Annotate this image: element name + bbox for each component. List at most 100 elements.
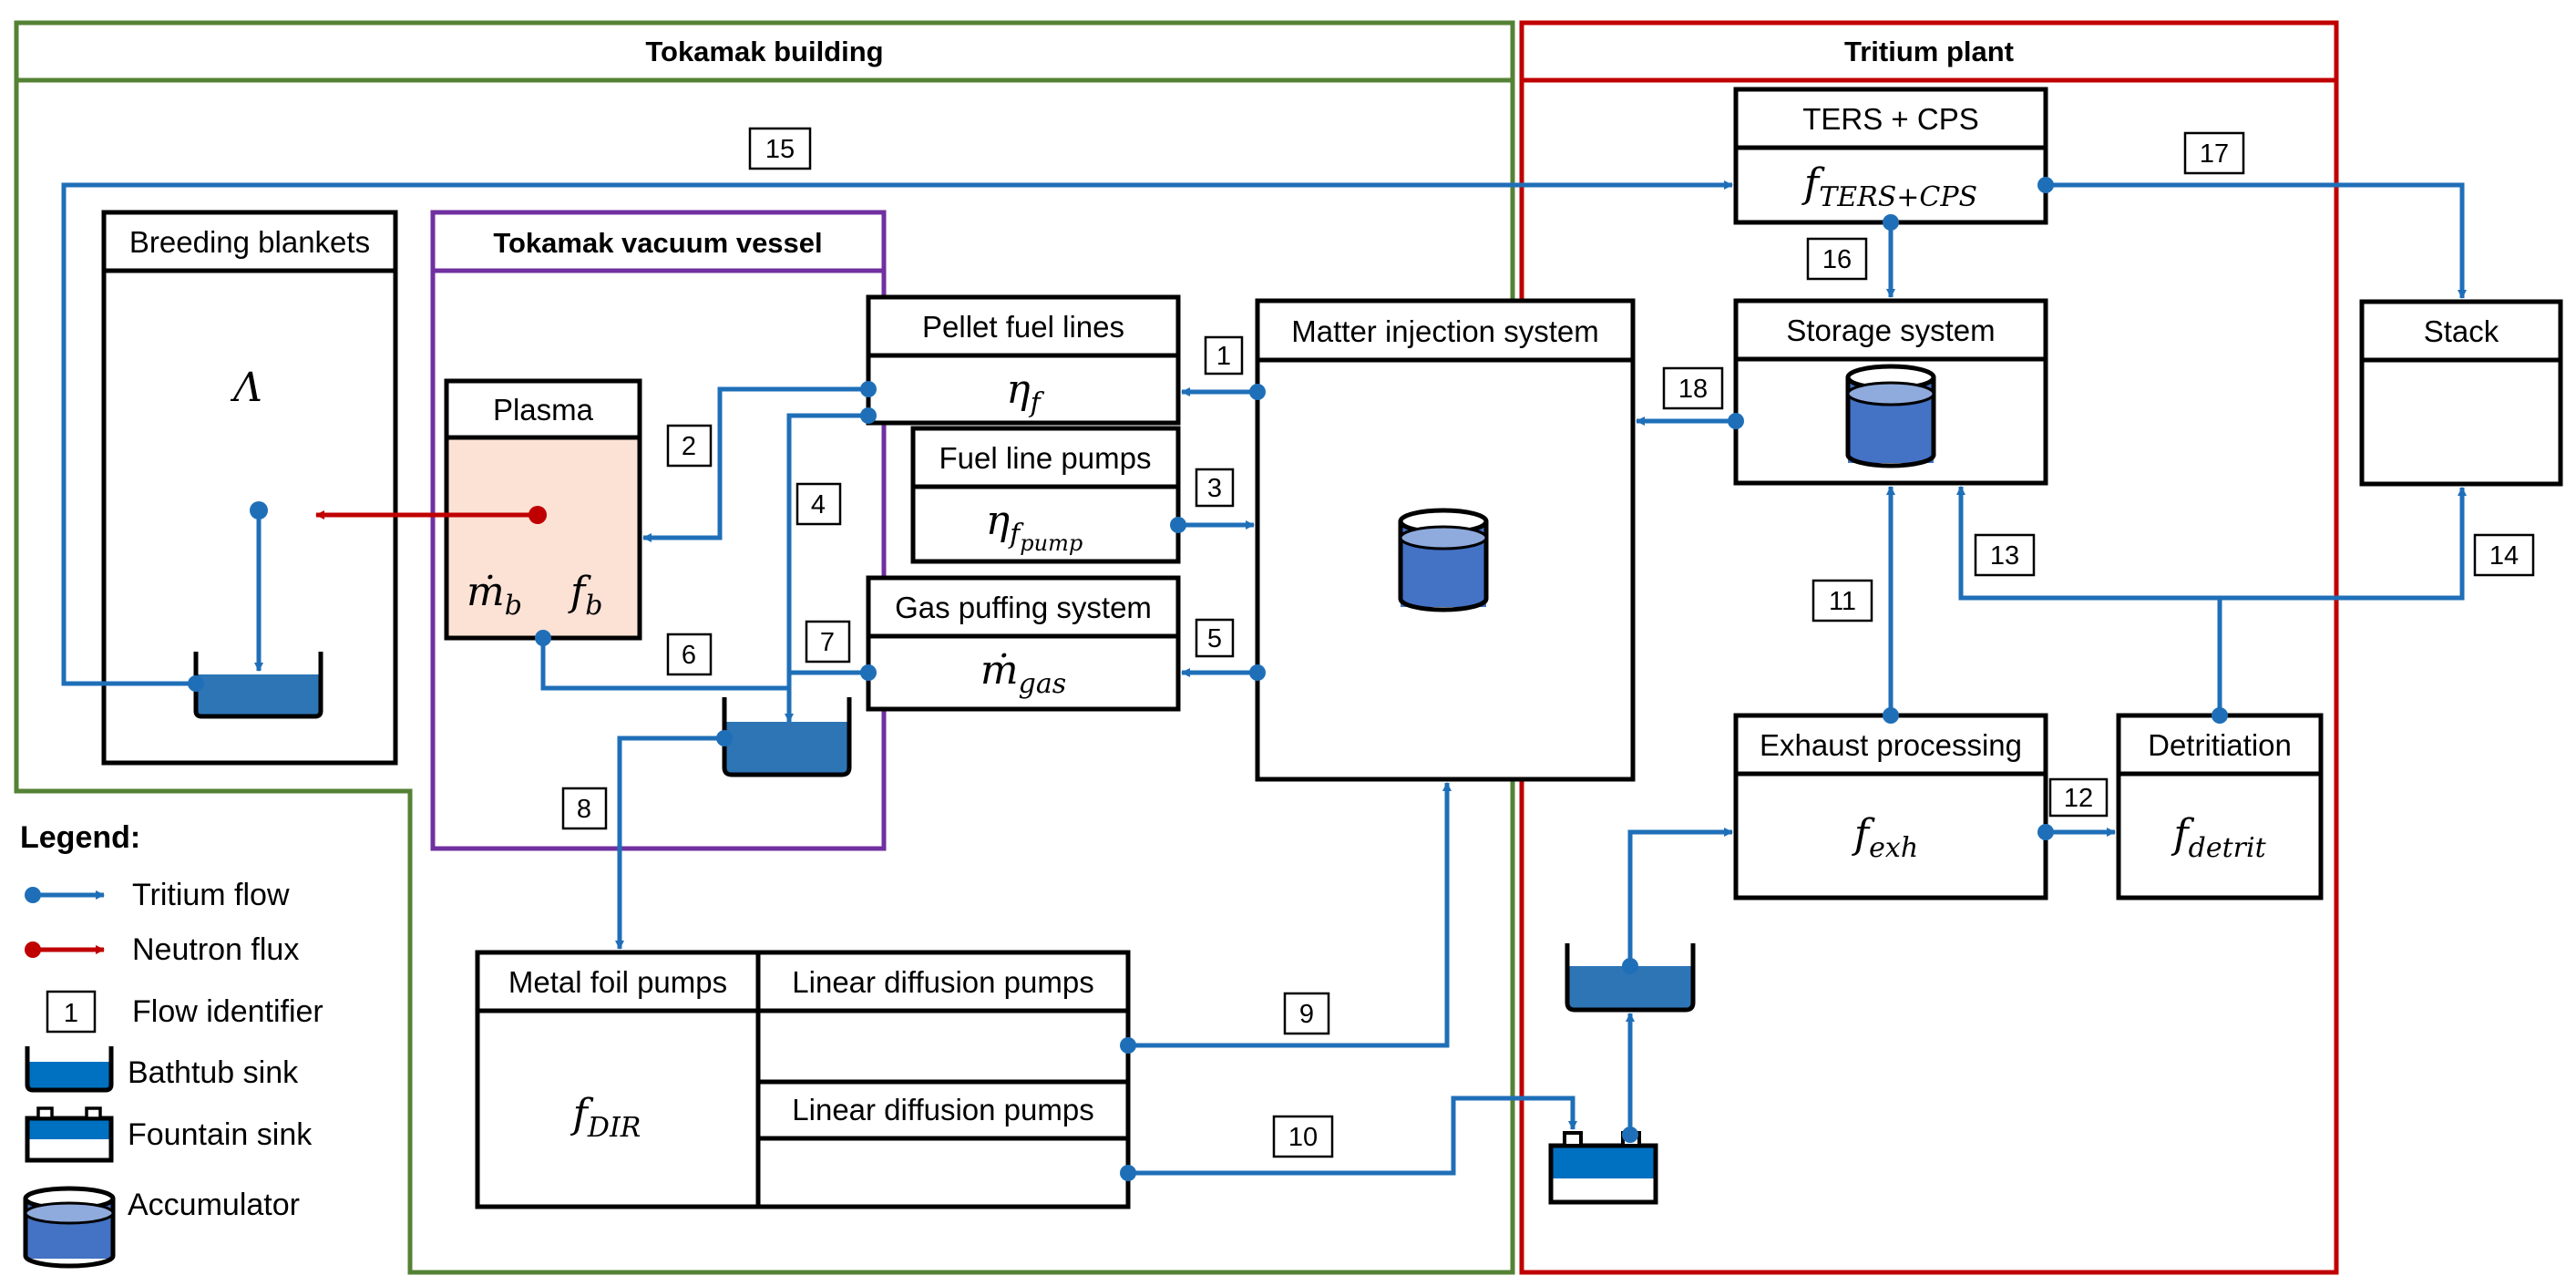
metal-foil-pumps-title: Metal foil pumps bbox=[508, 965, 727, 999]
legend-flow-identifier: 1 Flow identifier bbox=[46, 990, 323, 1034]
legend-accumulator-label: Accumulator bbox=[128, 1188, 300, 1222]
tokamak-building-title: Tokamak building bbox=[645, 36, 883, 67]
svg-text:6: 6 bbox=[682, 641, 696, 670]
tokamak-building-frame: Tokamak building bbox=[14, 20, 1515, 1275]
vacuum-vessel-frame: Tokamak vacuum vessel bbox=[430, 210, 887, 851]
svg-text:7: 7 bbox=[820, 628, 835, 657]
breeding-blankets-box: Breeding blankets Λ bbox=[101, 210, 398, 766]
detritiation-fraction: fdetrit bbox=[2171, 811, 2266, 864]
plasma-f-sub: b bbox=[585, 590, 602, 622]
svg-text:2: 2 bbox=[682, 432, 696, 461]
tritium-plant-title: Tritium plant bbox=[1844, 36, 2014, 67]
vacuum-vessel-title: Tokamak vacuum vessel bbox=[493, 227, 822, 259]
pellet-eta: η bbox=[1006, 366, 1030, 413]
flow-6-line bbox=[540, 638, 789, 691]
fuel-pump-eta: η bbox=[986, 498, 1010, 544]
legend-bathtub-sink: Bathtub sink bbox=[25, 1046, 299, 1093]
ters-f-sub: TERS+CPS bbox=[1819, 181, 1977, 213]
flow-label-1: 1 bbox=[1204, 335, 1244, 376]
detritiation-title: Detritiation bbox=[2148, 728, 2292, 762]
pellet-fuel-lines-box: Pellet fuel lines ηf bbox=[866, 294, 1181, 426]
svg-text:10: 10 bbox=[1288, 1123, 1318, 1152]
legend: Legend: Tritium flow Neutron flux 1 Flow… bbox=[20, 820, 323, 1269]
legend-neutron-flux: Neutron flux bbox=[25, 932, 299, 967]
plant-fountain-sink bbox=[1548, 1131, 1658, 1205]
flow-label-5: 5 bbox=[1195, 618, 1235, 658]
detritiation-box: Detritiation fdetrit bbox=[2116, 713, 2324, 900]
svg-text:16: 16 bbox=[1822, 245, 1852, 274]
fuel-pump-efficiency: ηfpump bbox=[986, 498, 1083, 556]
legend-fountain-sink-label: Fountain sink bbox=[128, 1117, 313, 1152]
flow-label-3: 3 bbox=[1195, 468, 1235, 508]
legend-title: Legend: bbox=[20, 820, 140, 855]
plasma-title: Plasma bbox=[493, 393, 594, 427]
plasma-mdot: ṁ bbox=[467, 569, 505, 615]
fuel-line-pumps-box: Fuel line pumps ηfpump bbox=[910, 426, 1181, 564]
svg-text:13: 13 bbox=[1990, 541, 2019, 571]
flow-label-7: 7 bbox=[805, 620, 851, 664]
plasma-mdot-sub: b bbox=[505, 590, 522, 622]
svg-text:11: 11 bbox=[1829, 587, 1856, 616]
vessel-bathtub-sink bbox=[722, 697, 852, 777]
storage-system-title: Storage system bbox=[1786, 314, 1995, 347]
svg-text:17: 17 bbox=[2200, 139, 2229, 169]
storage-accumulator bbox=[1845, 364, 1936, 468]
ters-cps-box: TERS + CPS fTERS+CPS bbox=[1733, 87, 2048, 225]
svg-text:8: 8 bbox=[577, 795, 591, 824]
svg-text:12: 12 bbox=[2064, 784, 2093, 813]
exhaust-processing-box: Exhaust processing fexh bbox=[1733, 713, 2048, 900]
flow-label-10: 10 bbox=[1272, 1115, 1334, 1158]
neutron-flux-arrow bbox=[315, 506, 547, 524]
linear-diffusion-pumps-1-title: Linear diffusion pumps bbox=[792, 965, 1093, 999]
dir-f-sub: DIR bbox=[587, 1112, 641, 1144]
pump-bank-box: Metal foil pumps fDIR Linear diffusion p… bbox=[475, 950, 1131, 1209]
legend-flow-identifier-label: Flow identifier bbox=[132, 994, 323, 1029]
legend-flow-identifier-sample: 1 bbox=[64, 999, 78, 1028]
flow-label-12: 12 bbox=[2048, 777, 2109, 818]
breeding-blankets-title: Breeding blankets bbox=[129, 225, 370, 259]
storage-system-box: Storage system bbox=[1733, 298, 2048, 486]
flow-label-11: 11 bbox=[1811, 579, 1873, 622]
tritium-flows bbox=[61, 180, 2467, 1176]
exh-f-sub: exh bbox=[1869, 832, 1918, 864]
flow-4-line bbox=[785, 413, 868, 723]
svg-text:14: 14 bbox=[2489, 541, 2519, 571]
exhaust-processing-title: Exhaust processing bbox=[1760, 728, 2022, 762]
blanket-bathtub-sink bbox=[193, 652, 323, 719]
svg-text:5: 5 bbox=[1207, 624, 1222, 653]
flow-8-line bbox=[615, 736, 724, 950]
pellet-efficiency: ηf bbox=[1006, 366, 1044, 419]
flow-label-14: 14 bbox=[2473, 533, 2535, 577]
legend-accumulator: Accumulator bbox=[23, 1186, 300, 1269]
flow-label-6: 6 bbox=[666, 633, 713, 676]
flow-17-line bbox=[2046, 182, 2467, 299]
ters-cps-fraction: fTERS+CPS bbox=[1801, 160, 1977, 213]
legend-neutron-flux-label: Neutron flux bbox=[132, 932, 299, 967]
gas-mdot: ṁ bbox=[980, 647, 1019, 694]
gas-puffing-title: Gas puffing system bbox=[895, 591, 1152, 624]
flow-label-17: 17 bbox=[2183, 131, 2245, 175]
gas-puffing-box: Gas puffing system ṁgas bbox=[866, 575, 1181, 712]
flow-origin-dots bbox=[188, 177, 2228, 1181]
linear-diffusion-pumps-2-title: Linear diffusion pumps bbox=[792, 1093, 1093, 1127]
legend-tritium-flow-label: Tritium flow bbox=[132, 878, 290, 912]
fuel-line-pumps-title: Fuel line pumps bbox=[939, 441, 1152, 475]
gas-mdot-sub: gas bbox=[1019, 668, 1067, 700]
legend-tritium-flow: Tritium flow bbox=[25, 878, 290, 912]
svg-text:9: 9 bbox=[1299, 1000, 1314, 1029]
svg-text:1: 1 bbox=[1216, 342, 1231, 371]
stack-box: Stack bbox=[2359, 299, 2563, 487]
ters-cps-title: TERS + CPS bbox=[1802, 102, 1978, 136]
pellet-fuel-lines-title: Pellet fuel lines bbox=[922, 310, 1124, 344]
matter-injection-title: Matter injection system bbox=[1291, 314, 1598, 348]
detrit-f-sub: detrit bbox=[2189, 832, 2267, 864]
svg-text:4: 4 bbox=[811, 490, 826, 520]
legend-bathtub-sink-label: Bathtub sink bbox=[128, 1055, 299, 1090]
flow-label-9: 9 bbox=[1283, 992, 1330, 1035]
svg-text:18: 18 bbox=[1678, 375, 1708, 404]
tbr-symbol: Λ bbox=[230, 365, 262, 411]
injection-accumulator bbox=[1398, 508, 1489, 612]
bathtub-to-exhaust-line bbox=[1627, 828, 1733, 966]
flow-15-line bbox=[61, 180, 1733, 686]
